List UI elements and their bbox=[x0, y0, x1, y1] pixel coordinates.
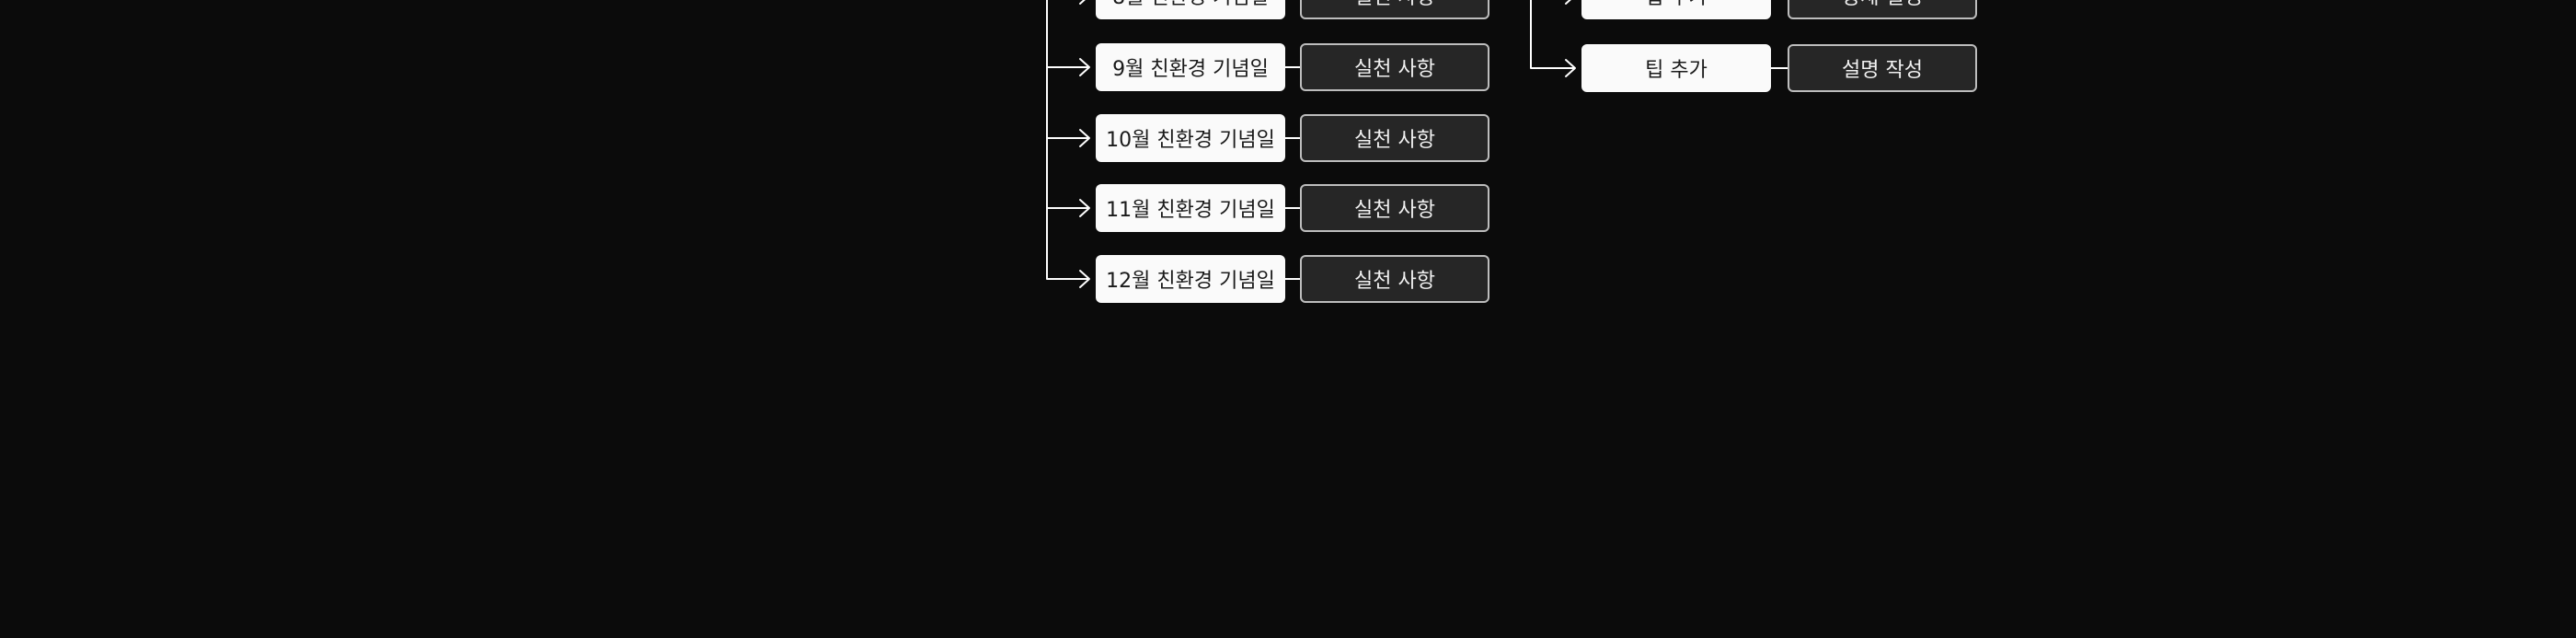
node-tip-add: 팁 추가 bbox=[1581, 44, 1771, 92]
node-sep-practice: 실천 사항 bbox=[1300, 43, 1489, 91]
node-sep-day-label: 9월 친환경 기념일 bbox=[1112, 58, 1269, 81]
node-oct-day: 10월 친환경 기념일 bbox=[1096, 114, 1285, 162]
arrowhead-nov bbox=[1079, 199, 1090, 217]
node-dec-practice-label: 실천 사항 bbox=[1354, 270, 1435, 293]
arrowhead-top-left bbox=[1079, 0, 1086, 5]
node-tip-description: 설명 작성 bbox=[1788, 44, 1977, 92]
node-tip-detail-top: 상세 설명 bbox=[1788, 0, 1977, 19]
node-dec-day: 12월 친환경 기념일 bbox=[1096, 255, 1285, 303]
node-dec-practice: 실천 사항 bbox=[1300, 255, 1489, 303]
node-tip-description-label: 설명 작성 bbox=[1842, 59, 1923, 82]
node-aug-day-label: 8월 친환경 기념일 bbox=[1112, 0, 1269, 10]
node-nov-practice-label: 실천 사항 bbox=[1354, 199, 1435, 222]
node-aug-day: 8월 친환경 기념일 bbox=[1096, 0, 1285, 19]
arrowhead-oct bbox=[1079, 129, 1090, 147]
node-aug-practice: 실천 사항 bbox=[1300, 0, 1489, 19]
node-tip-add-top-label: 팁 추가 bbox=[1645, 0, 1708, 10]
node-dec-day-label: 12월 친환경 기념일 bbox=[1106, 270, 1275, 293]
arrowhead-top-right bbox=[1565, 0, 1571, 5]
node-nov-day: 11월 친환경 기념일 bbox=[1096, 184, 1285, 232]
node-tip-add-top: 팁 추가 bbox=[1581, 0, 1771, 19]
node-oct-practice: 실천 사항 bbox=[1300, 114, 1489, 162]
arrowhead-tip bbox=[1565, 59, 1576, 77]
node-sep-day: 9월 친환경 기념일 bbox=[1096, 43, 1285, 91]
node-tip-detail-top-label: 상세 설명 bbox=[1842, 0, 1923, 10]
node-oct-day-label: 10월 친환경 기념일 bbox=[1106, 129, 1275, 152]
node-nov-day-label: 11월 친환경 기념일 bbox=[1106, 199, 1275, 222]
node-sep-practice-label: 실천 사항 bbox=[1354, 58, 1435, 81]
node-aug-practice-label: 실천 사항 bbox=[1354, 0, 1435, 10]
right-trunk-line bbox=[1530, 0, 1575, 69]
arrowhead-sep bbox=[1079, 58, 1090, 76]
left-trunk-line bbox=[1046, 0, 1089, 280]
node-oct-practice-label: 실천 사항 bbox=[1354, 129, 1435, 152]
node-nov-practice: 실천 사항 bbox=[1300, 184, 1489, 232]
arrowhead-dec bbox=[1079, 270, 1090, 288]
node-tip-add-label: 팁 추가 bbox=[1645, 59, 1708, 82]
